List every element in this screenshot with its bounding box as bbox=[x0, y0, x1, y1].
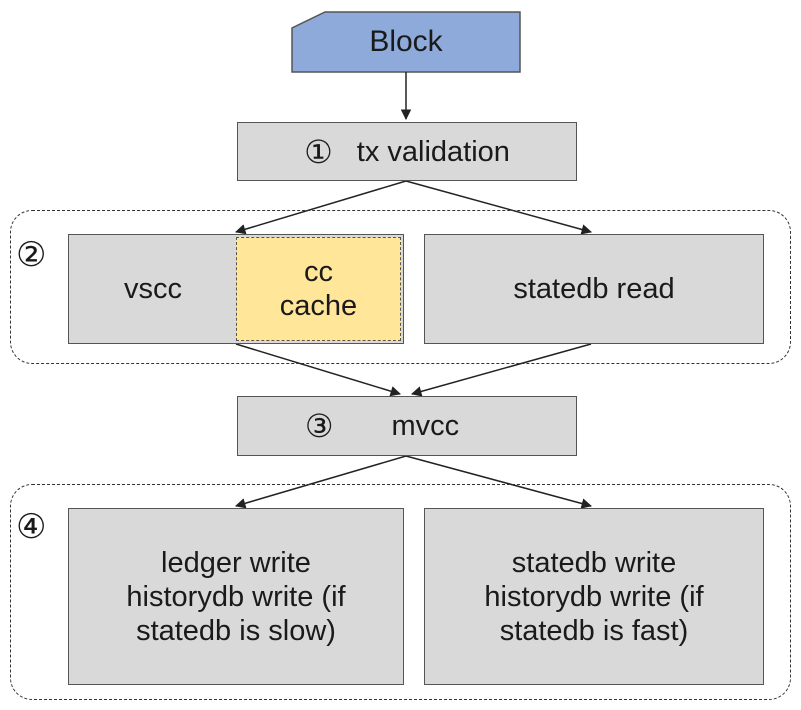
arrow-vscc-to-mvcc bbox=[235, 343, 402, 397]
arrow-tx-to-vscc bbox=[234, 180, 407, 235]
parallel-group-2 bbox=[10, 210, 791, 364]
tx-validation-label: tx validation bbox=[356, 135, 510, 168]
tx-validation-box: ① tx validation bbox=[237, 122, 577, 181]
mvcc-label: mvcc bbox=[391, 410, 460, 442]
ledger-write-box: ledger write historydb write (if statedb… bbox=[68, 508, 404, 685]
parallel-group-4 bbox=[10, 484, 791, 700]
arrow-mvcc-to-left-write bbox=[234, 455, 407, 509]
arrow-statedb-read-to-mvcc bbox=[410, 343, 592, 397]
statedb-write-box: statedb write historydb write (if stated… bbox=[424, 508, 764, 685]
arrow-mvcc-to-right-write bbox=[405, 455, 593, 509]
cc-cache-box: cc cache bbox=[236, 237, 401, 341]
block-label: Block bbox=[369, 25, 443, 58]
mvcc-box: ③ mvcc bbox=[237, 396, 577, 456]
vscc-label: vscc bbox=[124, 273, 182, 305]
arrow-tx-to-statedb-read bbox=[405, 180, 593, 235]
statedb-read-box: statedb read bbox=[424, 234, 764, 344]
step-4-number: ④ bbox=[16, 508, 47, 546]
step-3-number: ③ bbox=[304, 408, 334, 444]
step-2-number: ② bbox=[16, 236, 47, 274]
step-1-number: ① bbox=[304, 133, 333, 170]
